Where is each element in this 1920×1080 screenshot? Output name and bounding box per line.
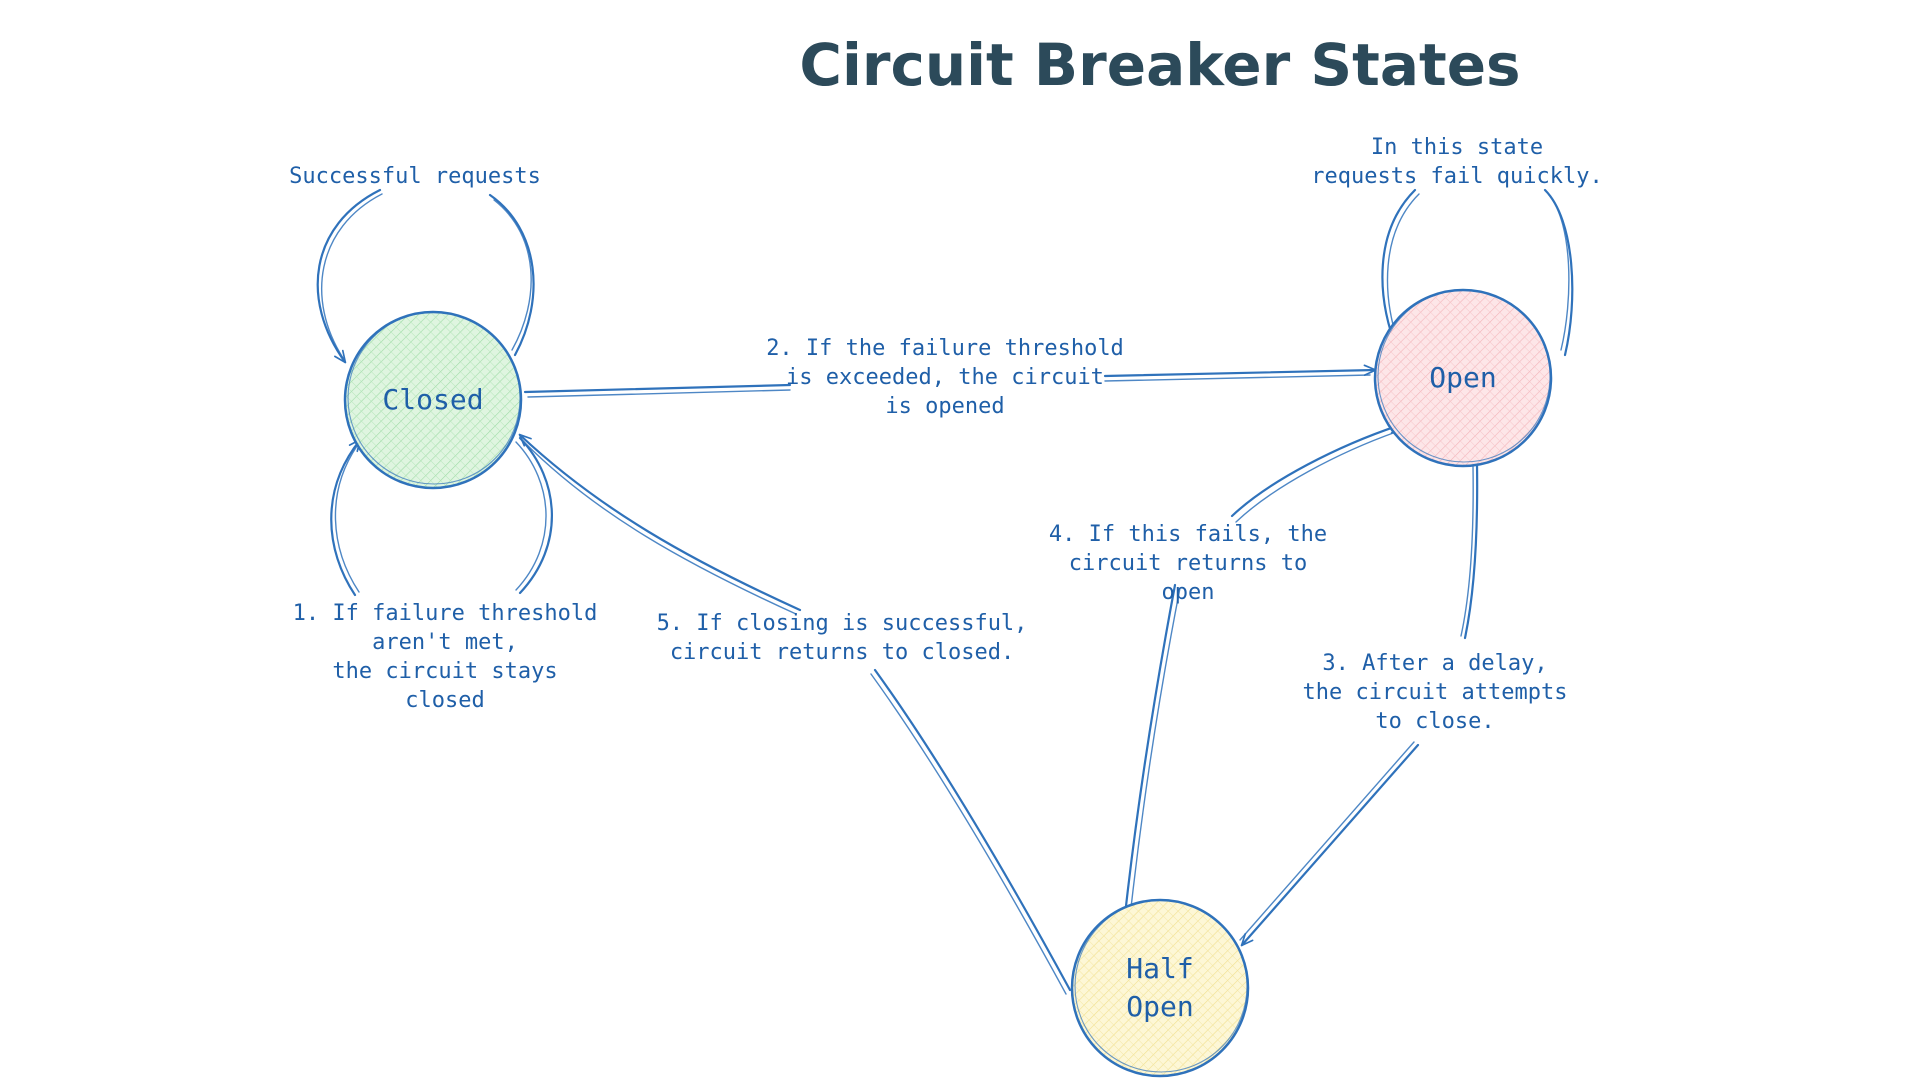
- state-closed-label: Closed: [382, 383, 483, 416]
- closed-success-loop: [316, 188, 535, 364]
- note-step-5: 5. If closing is successful, circuit ret…: [657, 611, 1028, 665]
- state-open-label: Open: [1429, 361, 1496, 394]
- svg-text:4. If this fails, the: 4. If this fails, the: [1049, 522, 1327, 547]
- edge-closed-to-open: [523, 364, 1377, 398]
- diagram-title: Circuit Breaker States: [799, 31, 1520, 99]
- svg-text:2. If the failure threshold: 2. If the failure threshold: [766, 336, 1124, 361]
- note-step-4: 4. If this fails, the circuit returns to…: [1049, 522, 1327, 605]
- svg-text:circuit returns to: circuit returns to: [1069, 551, 1307, 576]
- svg-text:5. If closing is successful,: 5. If closing is successful,: [657, 611, 1028, 636]
- note-open-loop: In this state requests fail quickly.: [1311, 135, 1602, 189]
- svg-text:closed: closed: [405, 688, 484, 713]
- svg-text:to close.: to close.: [1375, 709, 1494, 734]
- state-open: Open: [1373, 288, 1553, 468]
- note-step-3: 3. After a delay, the circuit attempts t…: [1303, 651, 1568, 734]
- svg-text:In this state: In this state: [1371, 135, 1543, 160]
- state-half-open-label-line-1: Half: [1126, 952, 1193, 985]
- svg-text:the circuit attempts: the circuit attempts: [1303, 680, 1568, 705]
- svg-text:the circuit stays: the circuit stays: [332, 659, 557, 684]
- state-half-open: Half Open: [1070, 898, 1250, 1078]
- edge-open-to-half-open: [1239, 461, 1479, 947]
- note-successful-requests: Successful requests: [289, 164, 541, 189]
- note-step-1: 1. If failure threshold aren't met, the …: [293, 601, 598, 713]
- svg-text:is exceeded, the circuit: is exceeded, the circuit: [786, 365, 1104, 390]
- state-half-open-label-line-2: Open: [1126, 990, 1193, 1023]
- edge-half-open-to-open: [1123, 422, 1402, 918]
- svg-text:circuit returns to closed.: circuit returns to closed.: [670, 640, 1014, 665]
- state-closed: Closed: [343, 310, 523, 490]
- closed-failure-loop: [330, 436, 553, 597]
- svg-text:requests fail quickly.: requests fail quickly.: [1311, 164, 1602, 189]
- svg-text:1. If failure threshold: 1. If failure threshold: [293, 601, 598, 626]
- svg-text:is opened: is opened: [885, 394, 1004, 419]
- edge-half-open-to-closed: [518, 433, 1072, 995]
- svg-text:3. After a delay,: 3. After a delay,: [1322, 651, 1547, 676]
- svg-text:open: open: [1162, 580, 1215, 605]
- svg-text:aren't met,: aren't met,: [372, 630, 518, 655]
- note-step-2: 2. If the failure threshold is exceeded,…: [766, 336, 1124, 419]
